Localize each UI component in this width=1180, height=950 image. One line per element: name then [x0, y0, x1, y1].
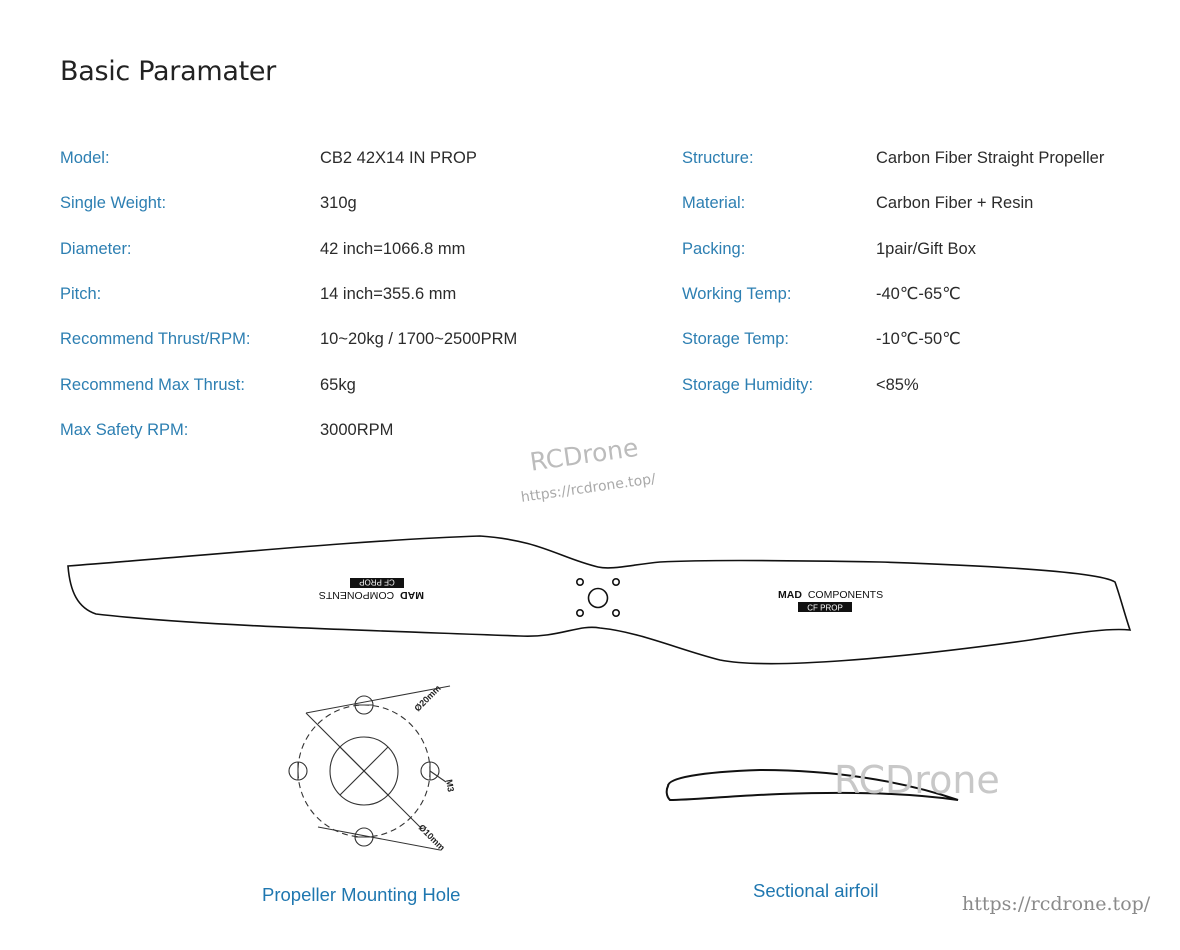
mounting-hole-diagram [288, 685, 451, 851]
watermark-brand-large: RCDrone [834, 758, 1000, 802]
airfoil-caption: Sectional airfoil [753, 880, 879, 901]
brand-light-text: COMPONENTS [808, 589, 883, 601]
spec-value-pitch: 14 inch=355.6 mm [320, 285, 457, 303]
site-url: https://rcdrone.top/ [962, 893, 1151, 915]
spec-value-weight: 310g [320, 194, 357, 212]
spec-label-material: Material: [682, 194, 746, 212]
spec-value-material: Carbon Fiber + Resin [876, 194, 1034, 212]
svg-text:MAD COMPONENTS: MAD COMPONENTS [319, 589, 424, 601]
brand-bold-text-flipped: MAD [400, 589, 424, 601]
spec-value-model: CB2 42X14 IN PROP [320, 149, 477, 167]
badge-text: CF PROP [807, 604, 843, 613]
brand-bold-text: MAD [778, 589, 802, 601]
spec-label-storage-humidity: Storage Humidity: [682, 376, 814, 394]
spec-value-diameter: 42 inch=1066.8 mm [320, 240, 466, 258]
spec-label-max-rpm: Max Safety RPM: [60, 421, 189, 439]
hub-center-hole [587, 587, 609, 609]
hub-bolt-hole [611, 577, 620, 586]
brand-light-text-flipped: COMPONENTS [319, 589, 394, 601]
spec-label-weight: Single Weight: [60, 194, 167, 212]
screw-size-text: M3 [444, 779, 456, 793]
spec-label-pitch: Pitch: [60, 285, 102, 303]
spec-value-max-rpm: 3000RPM [320, 421, 394, 439]
spec-value-packing: 1pair/Gift Box [876, 240, 976, 258]
propeller-outline [67, 535, 1132, 665]
hub-bolt-hole [575, 577, 584, 586]
spec-label-model: Model: [60, 149, 110, 167]
spec-value-storage-humidity: <85% [876, 376, 919, 394]
svg-text:MAD COMPONENTS: MAD COMPONENTS [778, 589, 883, 601]
badge-text-flipped: CF PROP [359, 578, 395, 587]
spec-label-packing: Packing: [682, 240, 746, 258]
spec-label-structure: Structure: [682, 149, 754, 167]
page-title: Basic Paramater [60, 56, 276, 87]
spec-value-storage-temp: -10℃-50℃ [876, 330, 961, 348]
spec-value-max-thrust: 65kg [320, 376, 356, 394]
spec-label-working-temp: Working Temp: [682, 285, 792, 303]
mounting-hole-caption: Propeller Mounting Hole [262, 884, 461, 905]
spec-label-max-thrust: Recommend Max Thrust: [60, 376, 245, 394]
spec-value-structure: Carbon Fiber Straight Propeller [876, 149, 1105, 167]
spec-label-thrust-rpm: Recommend Thrust/RPM: [60, 330, 251, 348]
spec-value-thrust-rpm: 10~20kg / 1700~2500PRM [320, 330, 518, 348]
spec-label-diameter: Diameter: [60, 240, 132, 258]
blade-logo-left: MAD COMPONENTS CF PROP [319, 578, 424, 602]
dim-outer-text: Ø20mm [412, 683, 442, 713]
spec-value-working-temp: -40℃-65℃ [876, 285, 961, 303]
hub-bolt-hole [575, 608, 584, 617]
airfoil-shape [665, 768, 959, 802]
blade-logo-right: MAD COMPONENTS CF PROP [778, 589, 883, 613]
hub-bolt-hole [611, 608, 620, 617]
spec-label-storage-temp: Storage Temp: [682, 330, 790, 348]
